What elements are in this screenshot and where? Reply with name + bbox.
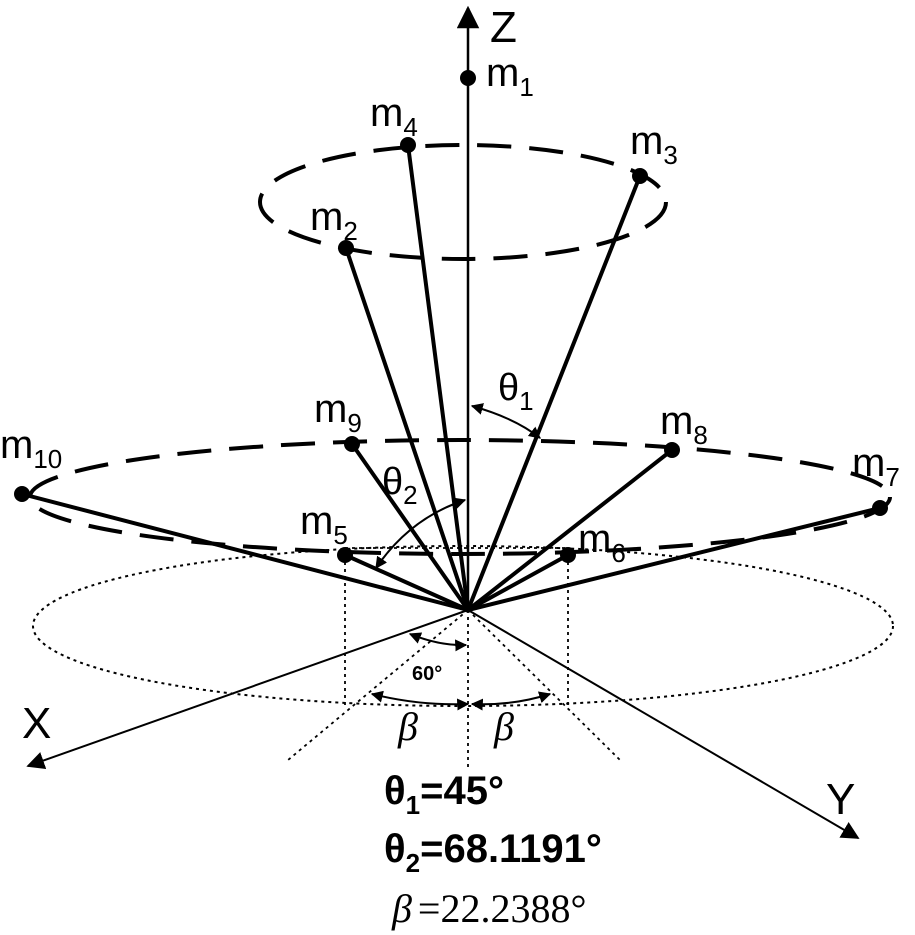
x-axis-label: X [22, 699, 51, 748]
construction-lines [287, 547, 621, 770]
point-m7 [872, 500, 888, 516]
label-m6: m6 [578, 517, 626, 568]
label-m7: m7 [852, 441, 900, 492]
label-m3: m3 [630, 119, 678, 170]
point-m8 [664, 442, 680, 458]
label-m2: m2 [310, 195, 358, 246]
theta2-equation: θ2=68.1191° [384, 827, 602, 878]
point-m3 [632, 168, 648, 184]
beta-left-label: β [397, 704, 418, 749]
label-m8: m8 [660, 399, 708, 450]
theta1-equation: θ1=45° [384, 769, 504, 820]
y-axis [467, 609, 860, 839]
point-m10 [14, 486, 30, 502]
z-axis-label: Z [490, 3, 517, 52]
upper-cone-ring [258, 143, 668, 261]
point-m2 [338, 240, 354, 256]
theta1-label: θ1 [498, 367, 534, 416]
beta-left-arc [370, 690, 470, 711]
beta-right-arc [470, 691, 552, 711]
point-m9 [344, 436, 360, 452]
theta1-arc [470, 403, 541, 439]
point-m1 [460, 70, 476, 86]
x-axis [26, 609, 469, 770]
direction-vectors [20, 143, 882, 612]
label-m10: m10 [0, 423, 62, 474]
point-m5 [337, 547, 353, 563]
y-axis-label: Y [826, 775, 855, 824]
sixty-degree-label: 60° [412, 663, 442, 685]
theta2-label: θ2 [382, 461, 418, 510]
beta-equation: β=22.2388° [391, 886, 586, 931]
label-m4: m4 [370, 91, 418, 142]
label-m1: m1 [486, 51, 534, 102]
sixty-arc [408, 632, 468, 652]
point-m6 [560, 547, 576, 563]
beta-right-label: β [493, 704, 514, 749]
label-m9: m9 [314, 387, 362, 438]
label-m5: m5 [300, 499, 348, 550]
theta2-arc [375, 497, 467, 569]
point-m4 [400, 137, 416, 153]
